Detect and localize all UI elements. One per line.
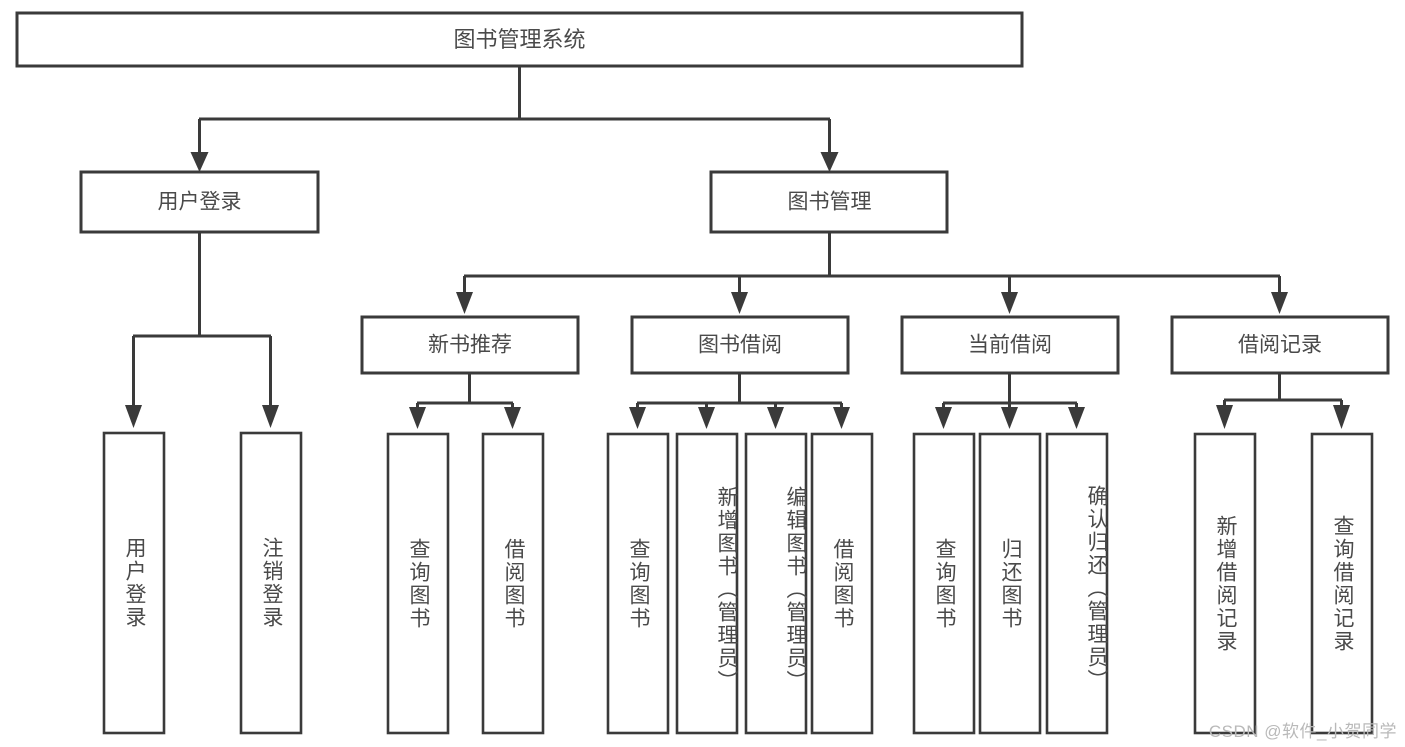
node-new-book-recommendation[interactable] (360, 315, 580, 375)
connector-group-borrow-record-to-leaves (1216, 373, 1350, 429)
arrow-head-cb-leaf-2 (1001, 407, 1018, 429)
node-user-login[interactable] (79, 170, 320, 234)
node-book-borrowing[interactable] (630, 315, 850, 375)
arrow-head-new-book-rec (456, 292, 473, 314)
leaf-box-book-borrow-2[interactable] (744, 432, 808, 735)
node-current-borrowing[interactable] (900, 315, 1120, 375)
arrow-head-leaf-user-login (125, 405, 142, 428)
arrow-head-bb-leaf-4 (833, 407, 850, 429)
connector-group-book-borrow-to-leaves (629, 373, 850, 429)
leaf-box-current-borrow-1[interactable] (978, 432, 1042, 735)
node-label-borrowing-record: 借阅记录 (1238, 334, 1322, 357)
connector-group-root-to-level1 (190, 66, 839, 172)
arrow-head-bb-leaf-2 (698, 407, 715, 429)
arrow-head-bb-leaf-3 (767, 407, 784, 429)
arrow-head-leaf-logout (262, 405, 279, 428)
node-borrowing-record[interactable] (1170, 315, 1390, 375)
arrow-head-cb-leaf-1 (935, 407, 952, 429)
node-label-root-system: 图书管理系统 (453, 27, 585, 52)
node-book-management[interactable] (709, 170, 949, 234)
arrow-head-current-borrow (1001, 292, 1018, 314)
arrow-head-borrow-record (1271, 292, 1288, 314)
arrow-head-user-login (190, 152, 209, 172)
arrow-head-br-leaf-1 (1216, 405, 1233, 429)
connector-group-current-borrow-to-leaves (935, 373, 1085, 429)
arrow-head-bb-leaf-1 (629, 407, 646, 429)
connector-group-book-mgmt-to-level2 (456, 232, 1288, 314)
arrow-head-book-mgmt (820, 152, 839, 172)
arrow-head-nbr-leaf-2 (504, 407, 521, 429)
connector-group-new-book-rec-to-leaves (409, 373, 521, 429)
leaf-box-current-borrow-0[interactable] (912, 432, 976, 735)
leaf-box-book-borrow-1[interactable] (675, 432, 739, 735)
leaf-box-current-borrow-2[interactable] (1045, 432, 1109, 735)
leaf-box-new-book-rec-1[interactable] (481, 432, 545, 735)
leaf-box-user-login-1[interactable] (239, 431, 303, 735)
node-label-current-borrowing: 当前借阅 (968, 334, 1052, 357)
leaf-box-book-borrow-0[interactable] (606, 432, 670, 735)
leaf-box-new-book-rec-0[interactable] (386, 432, 450, 735)
node-label-book-borrowing: 图书借阅 (698, 334, 782, 357)
arrow-head-cb-leaf-3 (1068, 407, 1085, 429)
node-label-new-book-recommendation: 新书推荐 (428, 334, 512, 357)
watermark-text: CSDN @软件_小贺同学 (1208, 722, 1397, 741)
node-label-user-login: 用户登录 (158, 191, 242, 214)
node-label-book-management: 图书管理 (788, 191, 872, 214)
leaf-box-book-borrow-3[interactable] (810, 432, 874, 735)
arrow-head-br-leaf-2 (1333, 405, 1350, 429)
connector-group-user-login-to-leaves (125, 232, 279, 428)
arrow-head-nbr-leaf-1 (409, 407, 426, 429)
arrow-head-book-borrow (731, 292, 748, 314)
leaf-box-borrow-record-1[interactable] (1310, 432, 1374, 735)
leaf-box-user-login-0[interactable] (102, 431, 166, 735)
node-root-system[interactable] (15, 11, 1024, 68)
leaf-box-borrow-record-0[interactable] (1193, 432, 1257, 735)
